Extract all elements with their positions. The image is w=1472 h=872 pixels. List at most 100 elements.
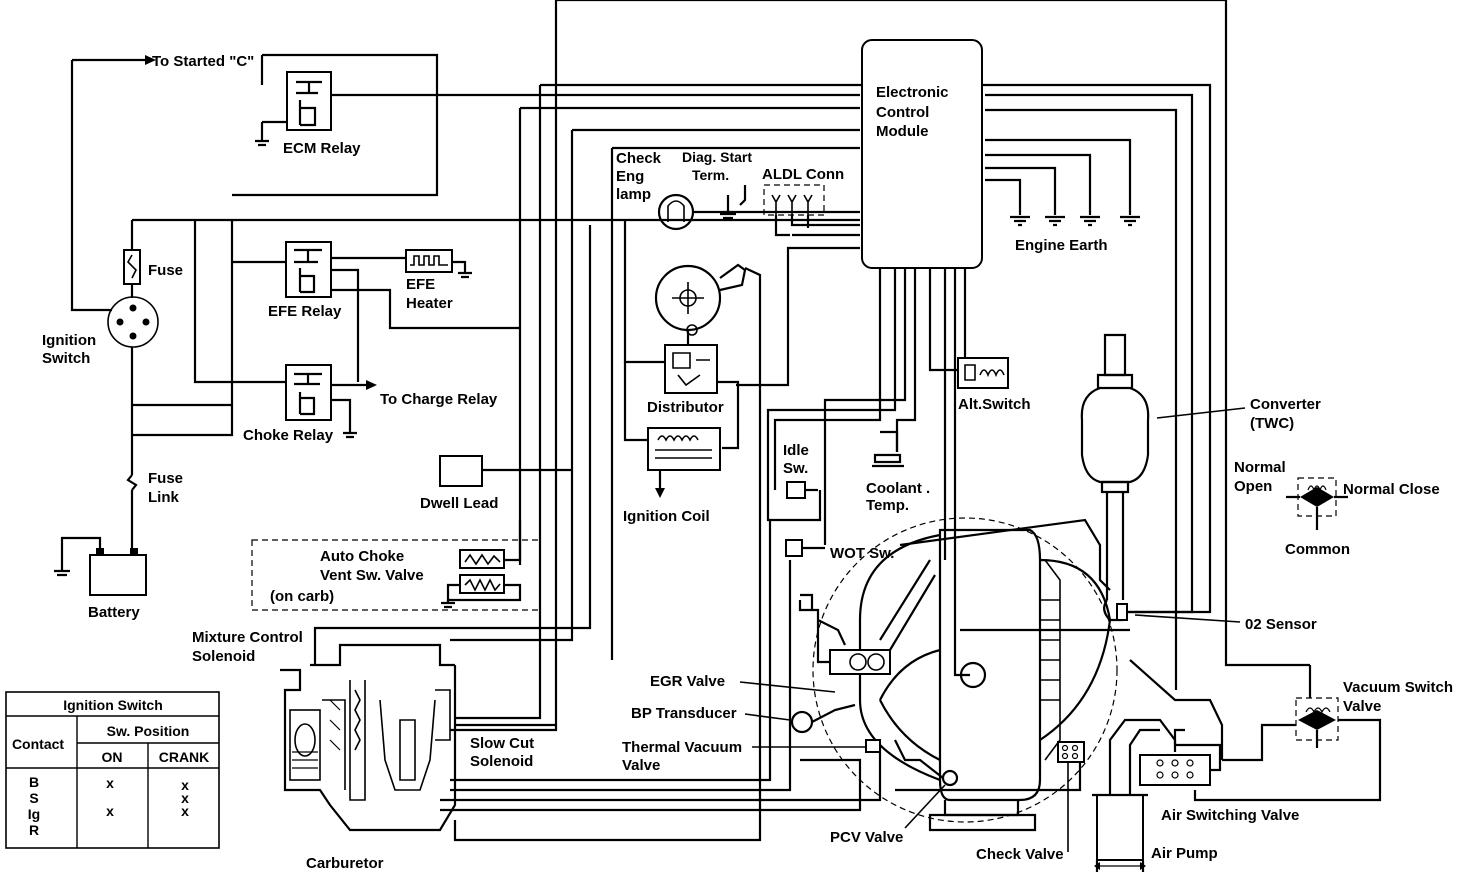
check-eng-label-3: lamp [616,186,651,203]
fuse-label: Fuse [148,262,183,279]
pcv-valve-icon [894,739,1082,792]
table-contact-r: R [29,822,39,838]
engine-block [812,517,1130,832]
aldl-conn-box [763,184,825,216]
idle-switch-icon [786,481,806,499]
ecm-label-3: Module [876,123,929,140]
air-switching-valve-icon [1129,659,1296,786]
engine-earth-label: Engine Earth [1015,237,1108,254]
fuse-icon [123,249,141,285]
pcv-valve-label: PCV Valve [830,829,903,846]
table-crank-b: x [181,777,189,793]
table-title: Ignition Switch [63,697,163,713]
coolant-temp-sensor-icon [872,430,904,468]
wot-switch-icon [785,539,803,557]
left-power-section: To Started "C" ECM Relay Fuse Ignition S… [42,53,572,665]
sensors: Idle Sw. WOT Sw. Coolant . Temp. Alt.Swi… [783,357,1031,562]
top-harness-wires [132,0,1310,732]
diagnostic-section: Check Eng lamp Diag. Start Term. ALDL Co… [616,149,860,237]
table-contact-b: B [29,774,39,790]
aldl-conn-label: ALDL Conn [762,166,844,183]
choke-relay-label: Choke Relay [243,427,334,444]
ecm-label-1: Electronic [876,84,949,101]
ignition-switch-table: Ignition Switch Contact Sw. Position ON … [5,691,220,849]
distributor-label: Distributor [647,399,724,416]
diag-start-label-1: Diag. Start [682,149,752,165]
table-on-ig: x [106,803,114,819]
ground-icon [1010,215,1140,227]
efe-heater-icon [405,249,472,279]
battery-label: Battery [88,604,140,621]
valve-legend-icon [1286,477,1348,530]
ignition-switch-label-2: Switch [42,350,90,367]
o2-sensor-label: 02 Sensor [1245,616,1317,633]
efe-relay [285,241,520,382]
ignition-coil-box [647,427,721,471]
table-crank-ig: x [181,803,189,819]
engine-outline [812,517,1118,823]
ecm-relay [255,71,332,147]
on-carb-dashed-box [251,539,541,611]
dwell-lead-label: Dwell Lead [420,495,498,512]
check-eng-label-2: Eng [616,168,644,185]
ecm-box [861,39,983,269]
fuse-link-label-1: Fuse [148,470,183,487]
coolant-temp-label-1: Coolant . [866,480,930,497]
fuse-link-label-2: Link [148,489,179,506]
common-label: Common [1285,541,1350,558]
air-pump-icon [1092,718,1177,872]
table-on-b: x [106,775,114,791]
auto-choke-label-2: Vent Sw. Valve [320,567,424,584]
converter-label-2: (TWC) [1250,415,1294,432]
ignition-switch-label-1: Ignition [42,332,96,349]
slow-cut-label-1: Slow Cut [470,735,534,752]
thermal-vacuum-valve-icon [865,739,881,753]
converter-icon [1080,333,1150,622]
air-switching-valve-label: Air Switching Valve [1161,807,1299,824]
to-charge-relay-label: To Charge Relay [380,391,498,408]
thermal-vacuum-label-2: Valve [622,757,660,774]
choke-relay [285,364,372,439]
alt-switch-label: Alt.Switch [958,396,1031,413]
idle-sw-label-2: Sw. [783,460,808,477]
check-valve-label: Check Valve [976,846,1064,863]
efe-heater-label-1: EFE [406,276,435,293]
dwell-lead-box [439,455,483,487]
table-col-crank: CRANK [159,749,210,765]
auto-choke-label-1: Auto Choke [320,548,404,565]
vacuum-switch-valve-icon [1193,665,1382,802]
table-contact-s: S [29,790,38,806]
idle-sw-label-1: Idle [783,442,809,459]
carburetor [280,643,882,832]
converter-label-1: Converter [1250,396,1321,413]
auto-choke-valve-icon [441,520,522,609]
wot-sw-label: WOT Sw. [830,545,894,562]
egr-valve-label: EGR Valve [650,673,725,690]
vacuum-switch-valve-label-1: Vacuum Switch [1343,679,1453,696]
distributor-section: Distributor Ignition Coil [623,220,762,525]
mixture-control-label-1: Mixture Control [192,629,303,646]
normal-close-label: Normal Close [1343,481,1440,498]
check-engine-lamp-icon [657,193,695,231]
check-eng-label-1: Check [616,150,662,167]
carburetor-label: Carburetor [306,855,384,872]
battery-icon [54,536,147,596]
mixture-control-label-2: Solenoid [192,648,255,665]
table-crank-s: x [181,790,189,806]
slow-cut-label-2: Solenoid [470,753,533,770]
ignition-switch-icon [107,296,159,348]
ecm-relay-label: ECM Relay [283,140,361,157]
vacuum-switch-valve-label-2: Valve [1343,698,1381,715]
ecm-relay-box [286,71,332,131]
table-position-header: Sw. Position [107,723,190,739]
normal-open-label-2: Open [1234,478,1272,495]
air-pump-label: Air Pump [1151,845,1218,862]
bp-transducer-label: BP Transducer [631,705,737,722]
thermal-vacuum-label-1: Thermal Vacuum [622,739,742,756]
efe-heater-label-2: Heater [406,295,453,312]
table-contact-header: Contact [12,736,64,752]
ecm-module: Electronic Control Module Engine Earth [766,39,1140,677]
table-col-on: ON [102,749,123,765]
to-started-label: To Started "C" [152,53,254,70]
